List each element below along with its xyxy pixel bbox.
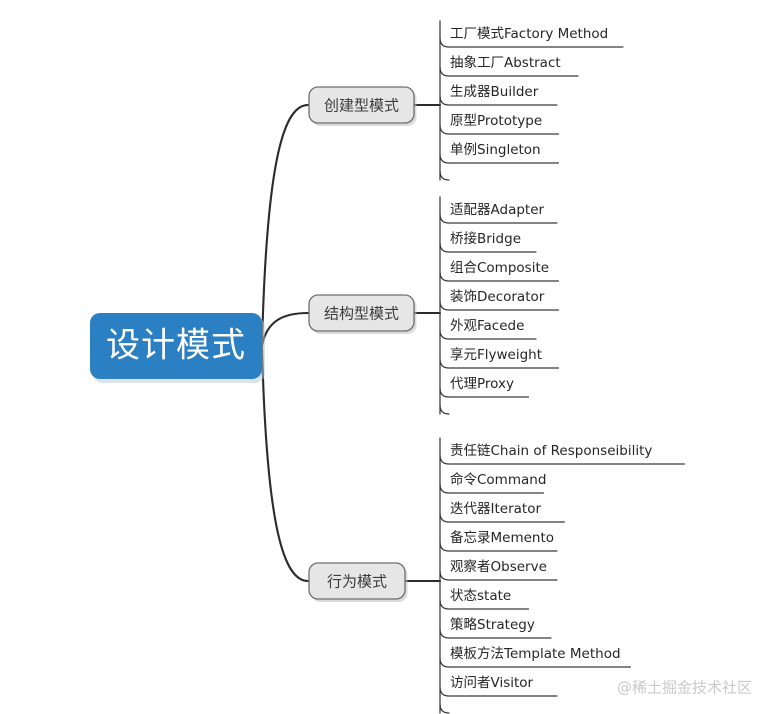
root-node-label: 设计模式	[106, 326, 246, 366]
leaf-label-3-2[interactable]: 命令Command	[450, 471, 546, 488]
leaf-label-3-4[interactable]: 备忘录Memento	[450, 529, 554, 546]
root-layer: 设计模式	[90, 313, 265, 383]
leaf-label-2-7[interactable]: 代理Proxy	[450, 376, 514, 392]
leaf-label-1-5[interactable]: 单例Singleton	[450, 142, 541, 158]
watermark-layer: @稀土掘金技术社区	[617, 679, 752, 697]
leaf-label-3-9[interactable]: 访问者Visitor	[450, 675, 534, 691]
connector-root-to-branch-2	[260, 311, 310, 348]
leaf-label-3-7[interactable]: 策略Strategy	[450, 616, 535, 633]
leaf-label-3-1[interactable]: 责任链Chain of Responseibility	[450, 443, 652, 459]
watermark-text: @稀土掘金技术社区	[617, 679, 752, 697]
leaf-label-2-6[interactable]: 享元Flyweight	[450, 346, 542, 363]
leaf-label-2-1[interactable]: 适配器Adapter	[450, 202, 545, 218]
connector-root-to-branch-3	[260, 344, 310, 583]
leaf-label-3-6[interactable]: 状态state	[450, 588, 511, 604]
leaf-label-3-5[interactable]: 观察者Observe	[450, 558, 547, 575]
leaf-label-2-5[interactable]: 外观Facede	[450, 318, 524, 334]
branch-node-3[interactable]	[308, 562, 406, 600]
branch-node-label-2: 结构型模式	[324, 305, 399, 323]
branch-spine-foot-2	[439, 404, 450, 415]
branch-node-1[interactable]	[308, 86, 415, 124]
spines-layer	[439, 20, 685, 714]
connectors-layer	[260, 103, 442, 583]
branch-node-label-1: 创建型模式	[324, 97, 399, 115]
branch-node-label-3: 行为模式	[327, 573, 387, 591]
leaf-label-1-3[interactable]: 生成器Builder	[450, 84, 539, 100]
leaf-label-1-4[interactable]: 原型Prototype	[450, 113, 542, 129]
leaf-label-2-3[interactable]: 组合Composite	[450, 260, 549, 276]
leaf-label-2-2[interactable]: 桥接Bridge	[450, 230, 521, 247]
branch-node-2[interactable]	[308, 294, 415, 332]
connector-root-to-branch-1	[260, 103, 310, 348]
leaves-layer: 工厂模式Factory Method 抽象工厂Abstract 生成器Builder…	[450, 26, 652, 691]
leaf-label-2-4[interactable]: 装饰Decorator	[450, 289, 545, 305]
root-node[interactable]	[90, 313, 262, 379]
leaf-label-3-8[interactable]: 模板方法Template Method	[450, 646, 621, 662]
branch-spine-foot-1	[439, 170, 450, 181]
branch-spine-foot-3	[439, 703, 450, 714]
leaf-label-1-1[interactable]: 工厂模式Factory Method	[450, 26, 608, 42]
leaf-label-1-2[interactable]: 抽象工厂Abstract	[450, 55, 561, 71]
leaf-label-3-3[interactable]: 迭代器Iterator	[450, 501, 541, 517]
